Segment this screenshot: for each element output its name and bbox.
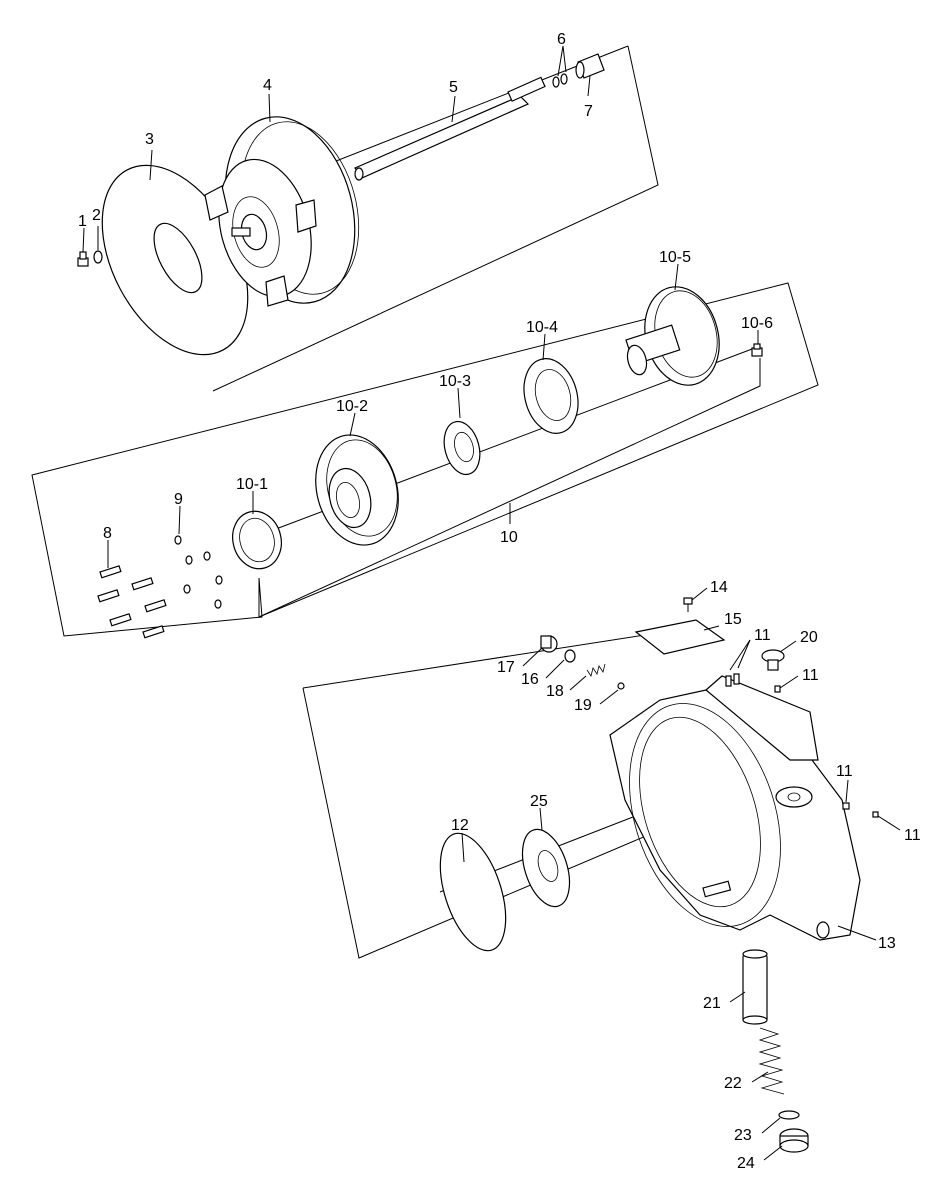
part-23-o-ring <box>778 1110 800 1120</box>
part-10-4-outer-gear <box>523 358 579 434</box>
label-10-5: 10-5 <box>659 249 691 266</box>
part-11-plugs <box>725 673 879 818</box>
label-22: 22 <box>724 1075 742 1092</box>
part-10-3-inner-gear <box>443 420 481 476</box>
label-10-2: 10-2 <box>336 398 368 415</box>
part-21-tube <box>742 949 768 1025</box>
label-8: 8 <box>103 525 112 542</box>
part-22-spring <box>758 1027 785 1095</box>
label-1: 1 <box>78 213 87 230</box>
label-13: 13 <box>878 935 896 952</box>
label-3: 3 <box>145 131 154 148</box>
group-boundary-housing <box>302 627 691 689</box>
label-2: 2 <box>92 207 101 224</box>
leader-lines <box>82 45 901 1161</box>
part-8-bolts <box>97 565 167 639</box>
part-20-breather <box>761 649 785 671</box>
label-14: 14 <box>710 579 728 596</box>
label-5: 5 <box>449 79 458 96</box>
part-10-5-stator-support <box>625 286 720 386</box>
label-11d: 11 <box>904 827 921 844</box>
part-6-rings <box>552 73 568 88</box>
part-9-washers <box>174 535 223 609</box>
group-boundary-upper <box>212 45 659 392</box>
part-4-torque-converter <box>204 116 360 307</box>
part-24-plug <box>779 1128 809 1153</box>
label-10-6: 10-6 <box>741 315 773 332</box>
label-4: 4 <box>263 77 272 94</box>
part-5-shaft <box>354 76 546 181</box>
part-7-bushing <box>575 53 605 79</box>
label-10-3: 10-3 <box>439 373 471 390</box>
label-16: 16 <box>521 671 539 688</box>
label-11a: 11 <box>754 627 771 644</box>
label-15: 15 <box>724 611 742 628</box>
part-12-o-ring <box>439 832 507 952</box>
label-11b: 11 <box>802 667 819 684</box>
part-25-gasket <box>521 828 571 908</box>
pump-bracket <box>258 358 761 618</box>
label-12: 12 <box>451 817 469 834</box>
label-10-1: 10-1 <box>236 476 268 493</box>
label-24: 24 <box>737 1155 755 1172</box>
part-18-spring <box>586 663 606 677</box>
part-10-2-pump-body <box>315 434 399 546</box>
label-23: 23 <box>734 1127 752 1144</box>
label-25: 25 <box>530 793 548 810</box>
label-10-4: 10-4 <box>526 319 558 336</box>
label-9: 9 <box>174 491 183 508</box>
part-14-bolt <box>683 597 693 612</box>
part-19-ball <box>617 682 625 690</box>
label-18: 18 <box>546 683 564 700</box>
part-10-1-seal <box>232 510 282 570</box>
label-6: 6 <box>557 31 566 48</box>
part-2-washer <box>93 250 103 264</box>
label-7: 7 <box>584 103 593 120</box>
part-17-cap <box>540 635 558 653</box>
part-10-6-plug <box>751 343 763 357</box>
part-1-bolt <box>77 251 89 267</box>
label-10: 10 <box>500 529 518 546</box>
part-15-plate <box>634 619 726 655</box>
label-19: 19 <box>574 697 592 714</box>
label-11c: 11 <box>836 763 853 780</box>
part-16-ring <box>564 649 576 663</box>
part-13-converter-housing <box>609 675 861 941</box>
label-20: 20 <box>800 629 818 646</box>
part-labels: 1 2 3 4 5 6 7 8 9 10-1 10-2 10-3 10-4 10… <box>78 31 921 1172</box>
label-21: 21 <box>703 995 721 1012</box>
label-17: 17 <box>497 659 515 676</box>
